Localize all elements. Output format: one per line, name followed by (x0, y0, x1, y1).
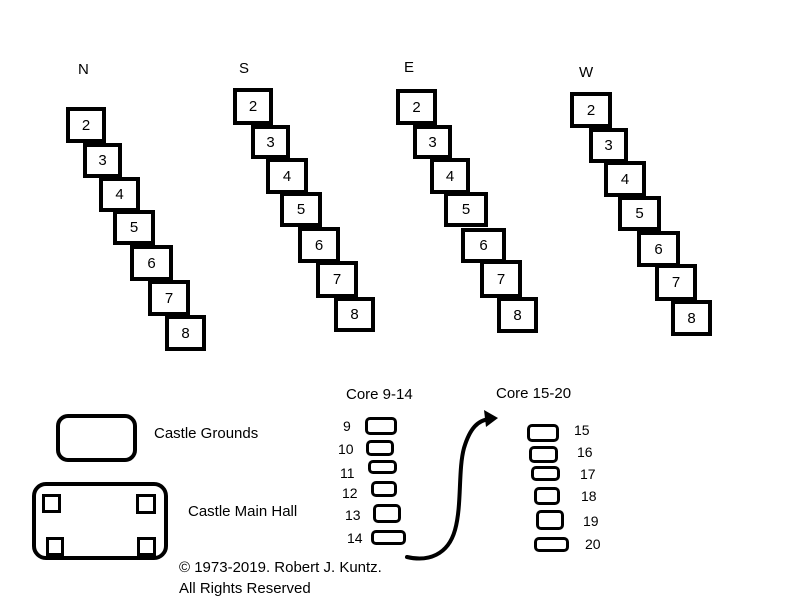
core-level-pill (529, 446, 558, 463)
castle-main-hall-icon (32, 482, 168, 560)
level-box: 3 (83, 143, 122, 178)
arrowhead-icon (484, 410, 498, 427)
tower-icon (46, 537, 64, 556)
level-box: 5 (113, 210, 155, 245)
direction-label-s: S (239, 60, 250, 77)
core-level-pill (534, 487, 560, 505)
level-box: 5 (618, 196, 661, 231)
level-box: 6 (298, 227, 340, 263)
level-box: 7 (655, 264, 697, 301)
level-box: 8 (671, 300, 712, 336)
level-box: 2 (570, 92, 612, 128)
core-level-label: 16 (577, 444, 593, 460)
copyright-line-1: © 1973-2019. Robert J. Kuntz. (179, 559, 382, 576)
level-box: 2 (396, 89, 437, 125)
level-box: 2 (233, 88, 273, 125)
level-box: 7 (148, 280, 190, 316)
castle-main-hall-label: Castle Main Hall (188, 503, 298, 520)
level-box: 7 (480, 260, 522, 298)
copyright-notice: © 1973-2019. Robert J. Kuntz. All Rights… (179, 557, 382, 599)
connector-path (405, 417, 492, 561)
level-box: 8 (497, 297, 538, 333)
level-box: 5 (444, 192, 488, 227)
core-level-label: 15 (574, 422, 590, 438)
core-level-label: 17 (580, 466, 596, 482)
core-level-pill (527, 424, 559, 442)
level-box: 3 (251, 125, 290, 159)
core-15-20-title: Core 15-20 (496, 385, 572, 402)
castle-grounds-icon (56, 414, 137, 462)
level-box: 4 (266, 158, 308, 194)
core-level-pill (365, 417, 397, 435)
level-box: 8 (165, 315, 206, 351)
core-level-pill (531, 466, 560, 481)
core-level-label: 14 (347, 530, 363, 546)
core-level-pill (368, 460, 397, 474)
core-level-label: 18 (581, 488, 597, 504)
core-level-label: 10 (338, 441, 354, 457)
core-9-14-title: Core 9-14 (346, 386, 413, 403)
tower-icon (137, 537, 156, 556)
level-box: 2 (66, 107, 106, 143)
direction-label-w: W (579, 64, 594, 81)
core-level-pill (373, 504, 401, 523)
level-box: 4 (604, 161, 646, 197)
direction-label-n: N (78, 61, 89, 78)
core-level-pill (534, 537, 569, 552)
level-box: 3 (589, 128, 628, 163)
copyright-line-2: All Rights Reserved (179, 580, 311, 597)
level-box: 4 (99, 177, 140, 212)
core-level-label: 19 (583, 513, 599, 529)
core-level-pill (371, 481, 397, 497)
core-level-label: 13 (345, 507, 361, 523)
level-box: 8 (334, 297, 375, 332)
core-level-label: 9 (343, 418, 351, 434)
tower-icon (42, 494, 61, 513)
tower-icon (136, 494, 156, 514)
level-box: 7 (316, 261, 358, 298)
core-level-pill (536, 510, 564, 530)
core-level-label: 12 (342, 485, 358, 501)
core-level-pill (371, 530, 406, 545)
castle-grounds-label: Castle Grounds (154, 425, 259, 442)
core-level-label: 20 (585, 536, 601, 552)
core-level-pill (366, 440, 394, 456)
core-level-label: 11 (340, 465, 355, 481)
level-box: 3 (413, 125, 452, 159)
level-box: 6 (130, 245, 173, 281)
direction-label-e: E (404, 59, 415, 76)
level-box: 5 (280, 192, 322, 227)
